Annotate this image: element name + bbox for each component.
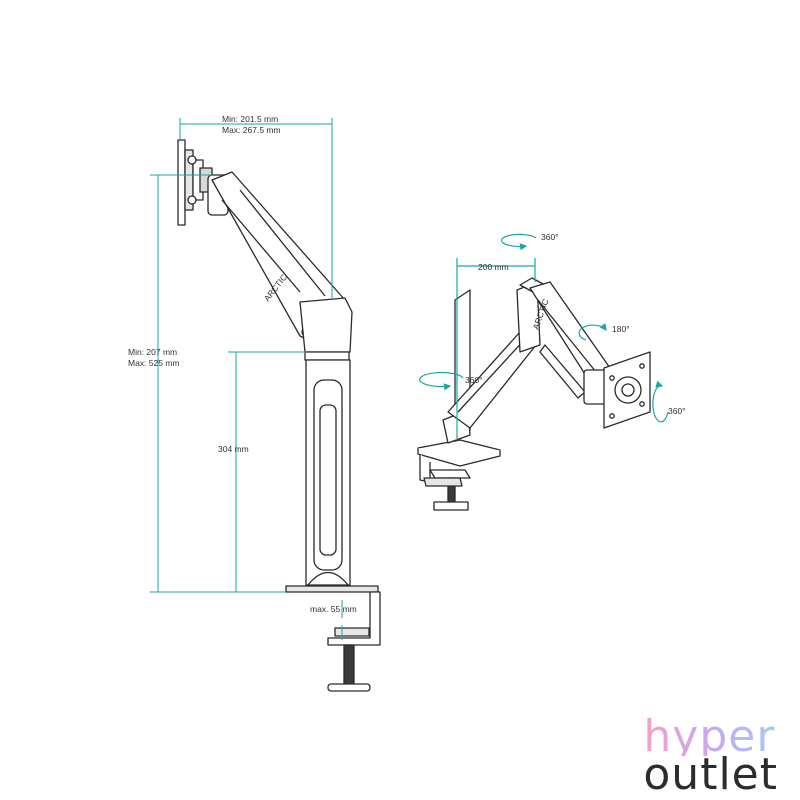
width-max-label: Max: 267.5 mm xyxy=(222,125,281,135)
logo-line-hyper: hyper xyxy=(643,715,778,759)
tilt-rotation-label: 180° xyxy=(612,324,630,334)
vesa-plate xyxy=(177,139,186,226)
perspective-upper-arm xyxy=(529,281,611,383)
base-rotation-arrow xyxy=(418,371,464,391)
height-min-label: Min: 207 mm xyxy=(128,347,177,357)
top-rotation-arrow xyxy=(500,233,537,251)
width-min-label: Min: 201.5 mm xyxy=(222,114,278,124)
mount-rotation-arrow xyxy=(652,380,669,423)
perspective-dimensions xyxy=(418,233,669,440)
side-view-dimensions xyxy=(150,118,343,640)
hyper-outlet-logo: hyper outlet xyxy=(643,715,778,800)
tilt-rotation-arrow xyxy=(578,323,607,341)
clamp-thickness-label: max. 55 mm xyxy=(310,604,357,614)
height-max-label: Max: 525 mm xyxy=(128,358,180,368)
mount-rotation-label: 360° xyxy=(668,406,686,416)
side-view-drawing xyxy=(177,139,381,692)
desk-clamp xyxy=(285,585,379,593)
logo-line-outlet: outlet xyxy=(643,749,778,800)
reach-label: 200 mm xyxy=(478,262,509,272)
base-rotation-label: 360° xyxy=(465,375,483,385)
top-rotation-label: 360° xyxy=(541,232,559,242)
perspective-view-drawing xyxy=(417,277,651,511)
pole-height-label: 304 mm xyxy=(218,444,249,454)
